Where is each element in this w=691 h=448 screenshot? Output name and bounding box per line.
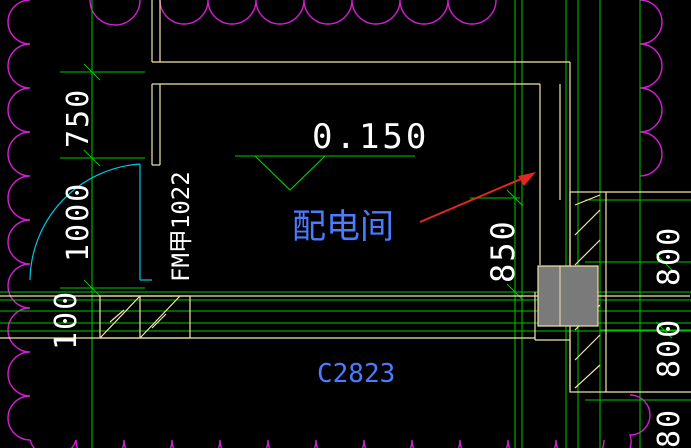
elevation-symbol — [254, 155, 326, 191]
dim-850: 850 — [484, 219, 522, 283]
structural-column — [537, 265, 599, 327]
annotation-arrow — [419, 172, 536, 223]
elevation-label: 0.150 — [312, 117, 429, 157]
dim-800-bottom: 800 — [652, 318, 687, 378]
revision-cloud — [7, 0, 663, 448]
door-label: FM甲1022 — [167, 171, 195, 282]
wall-lines — [0, 0, 691, 393]
dim-750: 750 — [61, 88, 96, 148]
window-label: C2823 — [317, 359, 395, 389]
dim-1000: 1000 — [61, 182, 96, 262]
dim-800-top: 800 — [652, 226, 687, 286]
door-swing-arc — [29, 163, 152, 281]
room-name-label: 配电间 — [292, 207, 394, 247]
dim-100: 100 — [49, 290, 84, 350]
dim-80-partial: 80 — [652, 408, 687, 448]
